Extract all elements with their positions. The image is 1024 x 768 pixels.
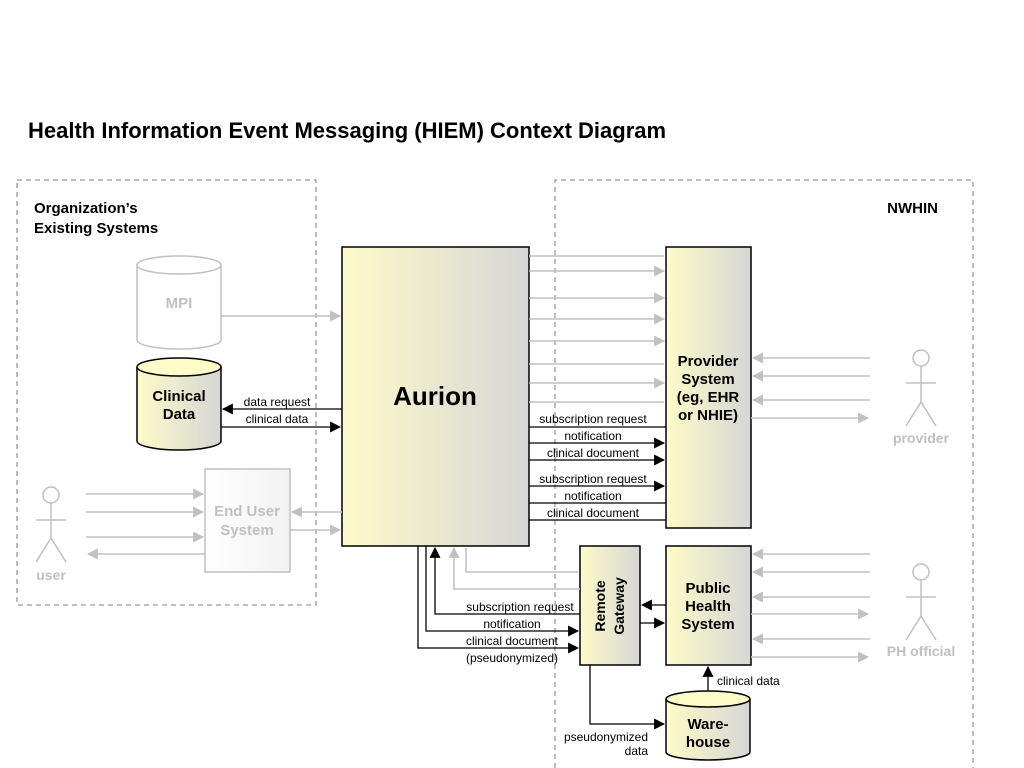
- warehouse-database: Ware- house: [665, 690, 751, 761]
- label-clinical-data-warehouse: clinical data: [717, 674, 780, 688]
- arrow-gw-warehouse: [589, 665, 666, 730]
- label-data: data: [625, 744, 649, 758]
- clinical-data-database: Clinical Data: [136, 357, 222, 451]
- provider-actor-label: provider: [893, 430, 950, 446]
- label-notification-2: notification: [564, 489, 621, 503]
- connector-arrows: [86, 255, 870, 730]
- label-pseudonymized-paren: (pseudonymized): [466, 651, 558, 665]
- provider-system-label-2: System: [681, 371, 734, 388]
- org-region-label-1: Organization’s: [34, 200, 138, 217]
- label-clinical-document-3: clinical document: [466, 634, 559, 648]
- public-health-label-2: Health: [685, 598, 731, 615]
- label-clinical-data: clinical data: [246, 412, 309, 426]
- arrow-aurion-gw-gray: [465, 548, 578, 573]
- provider-system-label-3: (eg, EHR: [677, 389, 740, 406]
- org-region: [16, 179, 317, 606]
- warehouse-label-2: house: [686, 734, 730, 751]
- label-data-request: data request: [244, 395, 311, 409]
- public-health-system-box: Public Health System: [665, 545, 752, 666]
- label-clinical-document-2: clinical document: [547, 506, 640, 520]
- ph-official-actor-label: PH official: [887, 643, 955, 659]
- provider-system-label-1: Provider: [678, 353, 739, 370]
- clinical-data-label-1: Clinical: [152, 388, 205, 405]
- label-notification-3: notification: [483, 617, 540, 631]
- mpi-label: MPI: [166, 295, 193, 312]
- clinical-data-label-2: Data: [163, 406, 196, 423]
- aurion-label: Aurion: [393, 381, 477, 411]
- label-notification-1: notification: [564, 429, 621, 443]
- end-user-system-label-1: End User: [214, 503, 280, 520]
- arrow-clinical-document-3: [417, 546, 580, 654]
- end-user-system-box: End User System: [204, 468, 291, 573]
- aurion-box: Aurion: [341, 246, 530, 547]
- mpi-database: MPI: [136, 255, 222, 350]
- public-health-label-1: Public: [685, 580, 730, 597]
- label-pseudonymized: pseudonymized: [564, 730, 648, 744]
- user-actor-label: user: [36, 567, 66, 583]
- diagram-title: Health Information Event Messaging (HIEM…: [28, 118, 667, 143]
- public-health-label-3: System: [681, 616, 734, 633]
- provider-system-label-4: or NHIE): [678, 407, 738, 424]
- remote-gateway-label-1: Remote: [592, 580, 608, 632]
- remote-gateway-label-2: Gateway: [611, 577, 627, 635]
- end-user-system-label-2: System: [220, 522, 273, 539]
- ph-official-actor-icon: [905, 563, 937, 641]
- provider-system-box: Provider System (eg, EHR or NHIE): [665, 246, 752, 529]
- remote-gateway-box: Remote Gateway: [579, 545, 641, 666]
- label-clinical-document-1: clinical document: [547, 446, 640, 460]
- arrow-gw-aurion-gray: [448, 546, 580, 590]
- label-sub-request-1: subscription request: [539, 412, 647, 426]
- label-sub-request-2: subscription request: [539, 472, 647, 486]
- label-sub-request-3: subscription request: [466, 600, 574, 614]
- warehouse-label-1: Ware-: [687, 716, 728, 733]
- nwhin-region-label: NWHIN: [887, 200, 938, 217]
- arrow-sub-request-3: [429, 546, 580, 615]
- arrow-notification-3: [425, 546, 580, 637]
- org-region-label-2: Existing Systems: [34, 220, 158, 237]
- provider-actor-icon: [905, 349, 937, 427]
- user-actor-icon: [35, 486, 67, 563]
- nwhin-region: [554, 179, 974, 768]
